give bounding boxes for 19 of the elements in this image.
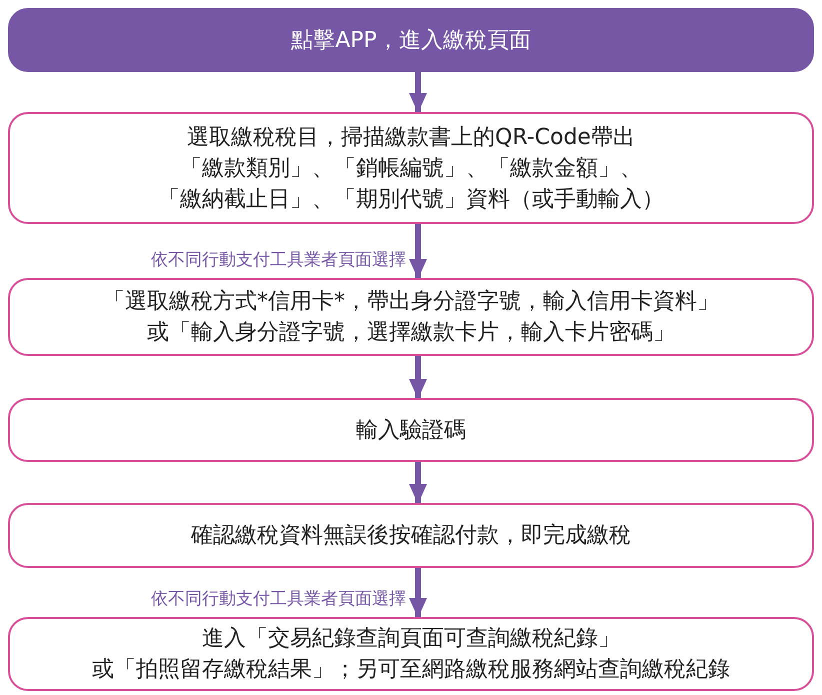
process-box xyxy=(8,112,814,224)
process-box xyxy=(8,398,814,462)
arrow xyxy=(409,72,427,113)
edge-label: 依不同行動支付工具業者頁面選擇 xyxy=(149,587,408,610)
title-box xyxy=(8,8,814,72)
step-text: 確認繳稅資料無誤後按確認付款，即完成繳稅 xyxy=(191,522,631,550)
step-text: 「選取繳稅方式*信用卡*，帶出身分證字號，輸入信用卡資料」或「輸入身分證字號，選擇繳款卡片，輸入卡片密碼」 xyxy=(103,288,719,347)
arrow xyxy=(409,224,427,279)
step-text: 選取繳稅稅目，掃描繳款書上的QR-Code帶出「繳款類別」、「銷帳編號」、「繳款金額」、「繳納截止日」、「期別代號」資料（或手動輸入） xyxy=(158,124,664,214)
arrow xyxy=(409,356,427,399)
process-box xyxy=(8,617,814,691)
process-box xyxy=(8,503,814,568)
step-text: 輸入驗證碼 xyxy=(356,416,466,444)
process-box xyxy=(8,278,814,356)
step-text: 進入「交易紀錄查詢頁面可查詢繳稅紀錄」或「拍照留存繳稅結果」；另可至網路繳稅服務網站查詢繳稅紀錄 xyxy=(92,625,730,684)
step-text: 點擊APP，進入繳稅頁面 xyxy=(291,26,531,54)
edge-label: 依不同行動支付工具業者頁面選擇 xyxy=(149,248,408,271)
arrow xyxy=(409,568,427,618)
arrow xyxy=(409,462,427,504)
